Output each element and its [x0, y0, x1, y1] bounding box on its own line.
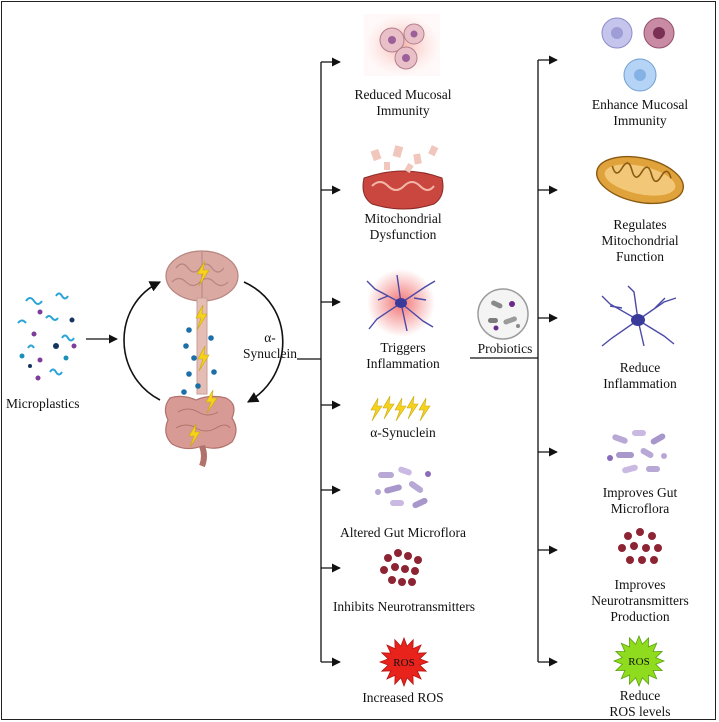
microplastics-icon	[17, 292, 77, 381]
effect-label-inhibits-neurotransmitters: Inhibits Neurotransmitters	[332, 599, 476, 614]
damaged-mitochondrion-icon	[362, 145, 444, 210]
gut-to-brain-arrow	[123, 281, 162, 401]
vagus-nerve-pathway	[181, 297, 217, 395]
immune-cells-icon	[364, 14, 440, 76]
lightning-bolts-icon	[370, 395, 431, 422]
svg-text:ROS: ROS	[393, 657, 414, 669]
neurotransmitter-dots-icon	[380, 549, 422, 586]
ros-burst-green-icon: ROS	[612, 634, 666, 688]
effect-label-triggers-inflammation: Triggers Inflammation	[366, 340, 440, 371]
lightning-icon	[196, 260, 210, 287]
probiotics-label: Probiotics	[477, 341, 533, 356]
mitochondrion-icon	[596, 155, 684, 205]
probiotics-dish-icon	[477, 288, 529, 340]
bacteria-icon	[375, 466, 431, 509]
effect-label-increased-ros: Increased ROS	[362, 690, 444, 705]
brain-icon	[165, 250, 239, 302]
microplastics-label: Microplastics	[6, 396, 80, 411]
svg-text:ROS: ROS	[628, 656, 649, 668]
immune-cells-icon	[601, 17, 675, 92]
benefit-label-improves-gut-microflora: Improves Gut Microflora	[602, 485, 678, 516]
effect-label-altered-gut-microflora: Altered Gut Microflora	[340, 525, 466, 540]
effect-label-alpha-synuclein: α-Synuclein	[370, 425, 436, 440]
effect-label-reduced-mucosal-immunity: Reduced Mucosal Immunity	[354, 87, 452, 118]
neurotransmitter-dots-icon	[618, 528, 662, 564]
bacteria-icon	[607, 430, 667, 474]
effect-label-mitochondrial-dysfunction: Mitochondrial Dysfunction	[364, 211, 442, 242]
alpha-synuclein-pathway-label: α- Synuclein	[243, 330, 297, 361]
neuron-icon	[601, 285, 677, 347]
inflamed-neuron-icon	[366, 269, 436, 337]
benefits-branch-arrows	[538, 55, 558, 667]
effects-branch-arrows	[321, 57, 341, 667]
benefit-label-enhance-mucosal-immunity: Enhance Mucosal Immunity	[591, 97, 689, 128]
benefit-label-reduce-inflammation: Reduce Inflammation	[603, 360, 677, 391]
ros-burst-red-icon: ROS	[378, 636, 430, 688]
benefit-label-regulates-mitochondrial-function: Regulates Mitochondrial Function	[601, 217, 679, 264]
gut-icon	[164, 389, 237, 468]
brain-to-gut-arrow	[243, 281, 284, 403]
benefit-label-reduce-ros-levels: Reduce ROS levels	[609, 688, 671, 719]
benefit-label-improves-neurotransmitters-production: Improves Neurotransmitters Production	[591, 577, 689, 624]
